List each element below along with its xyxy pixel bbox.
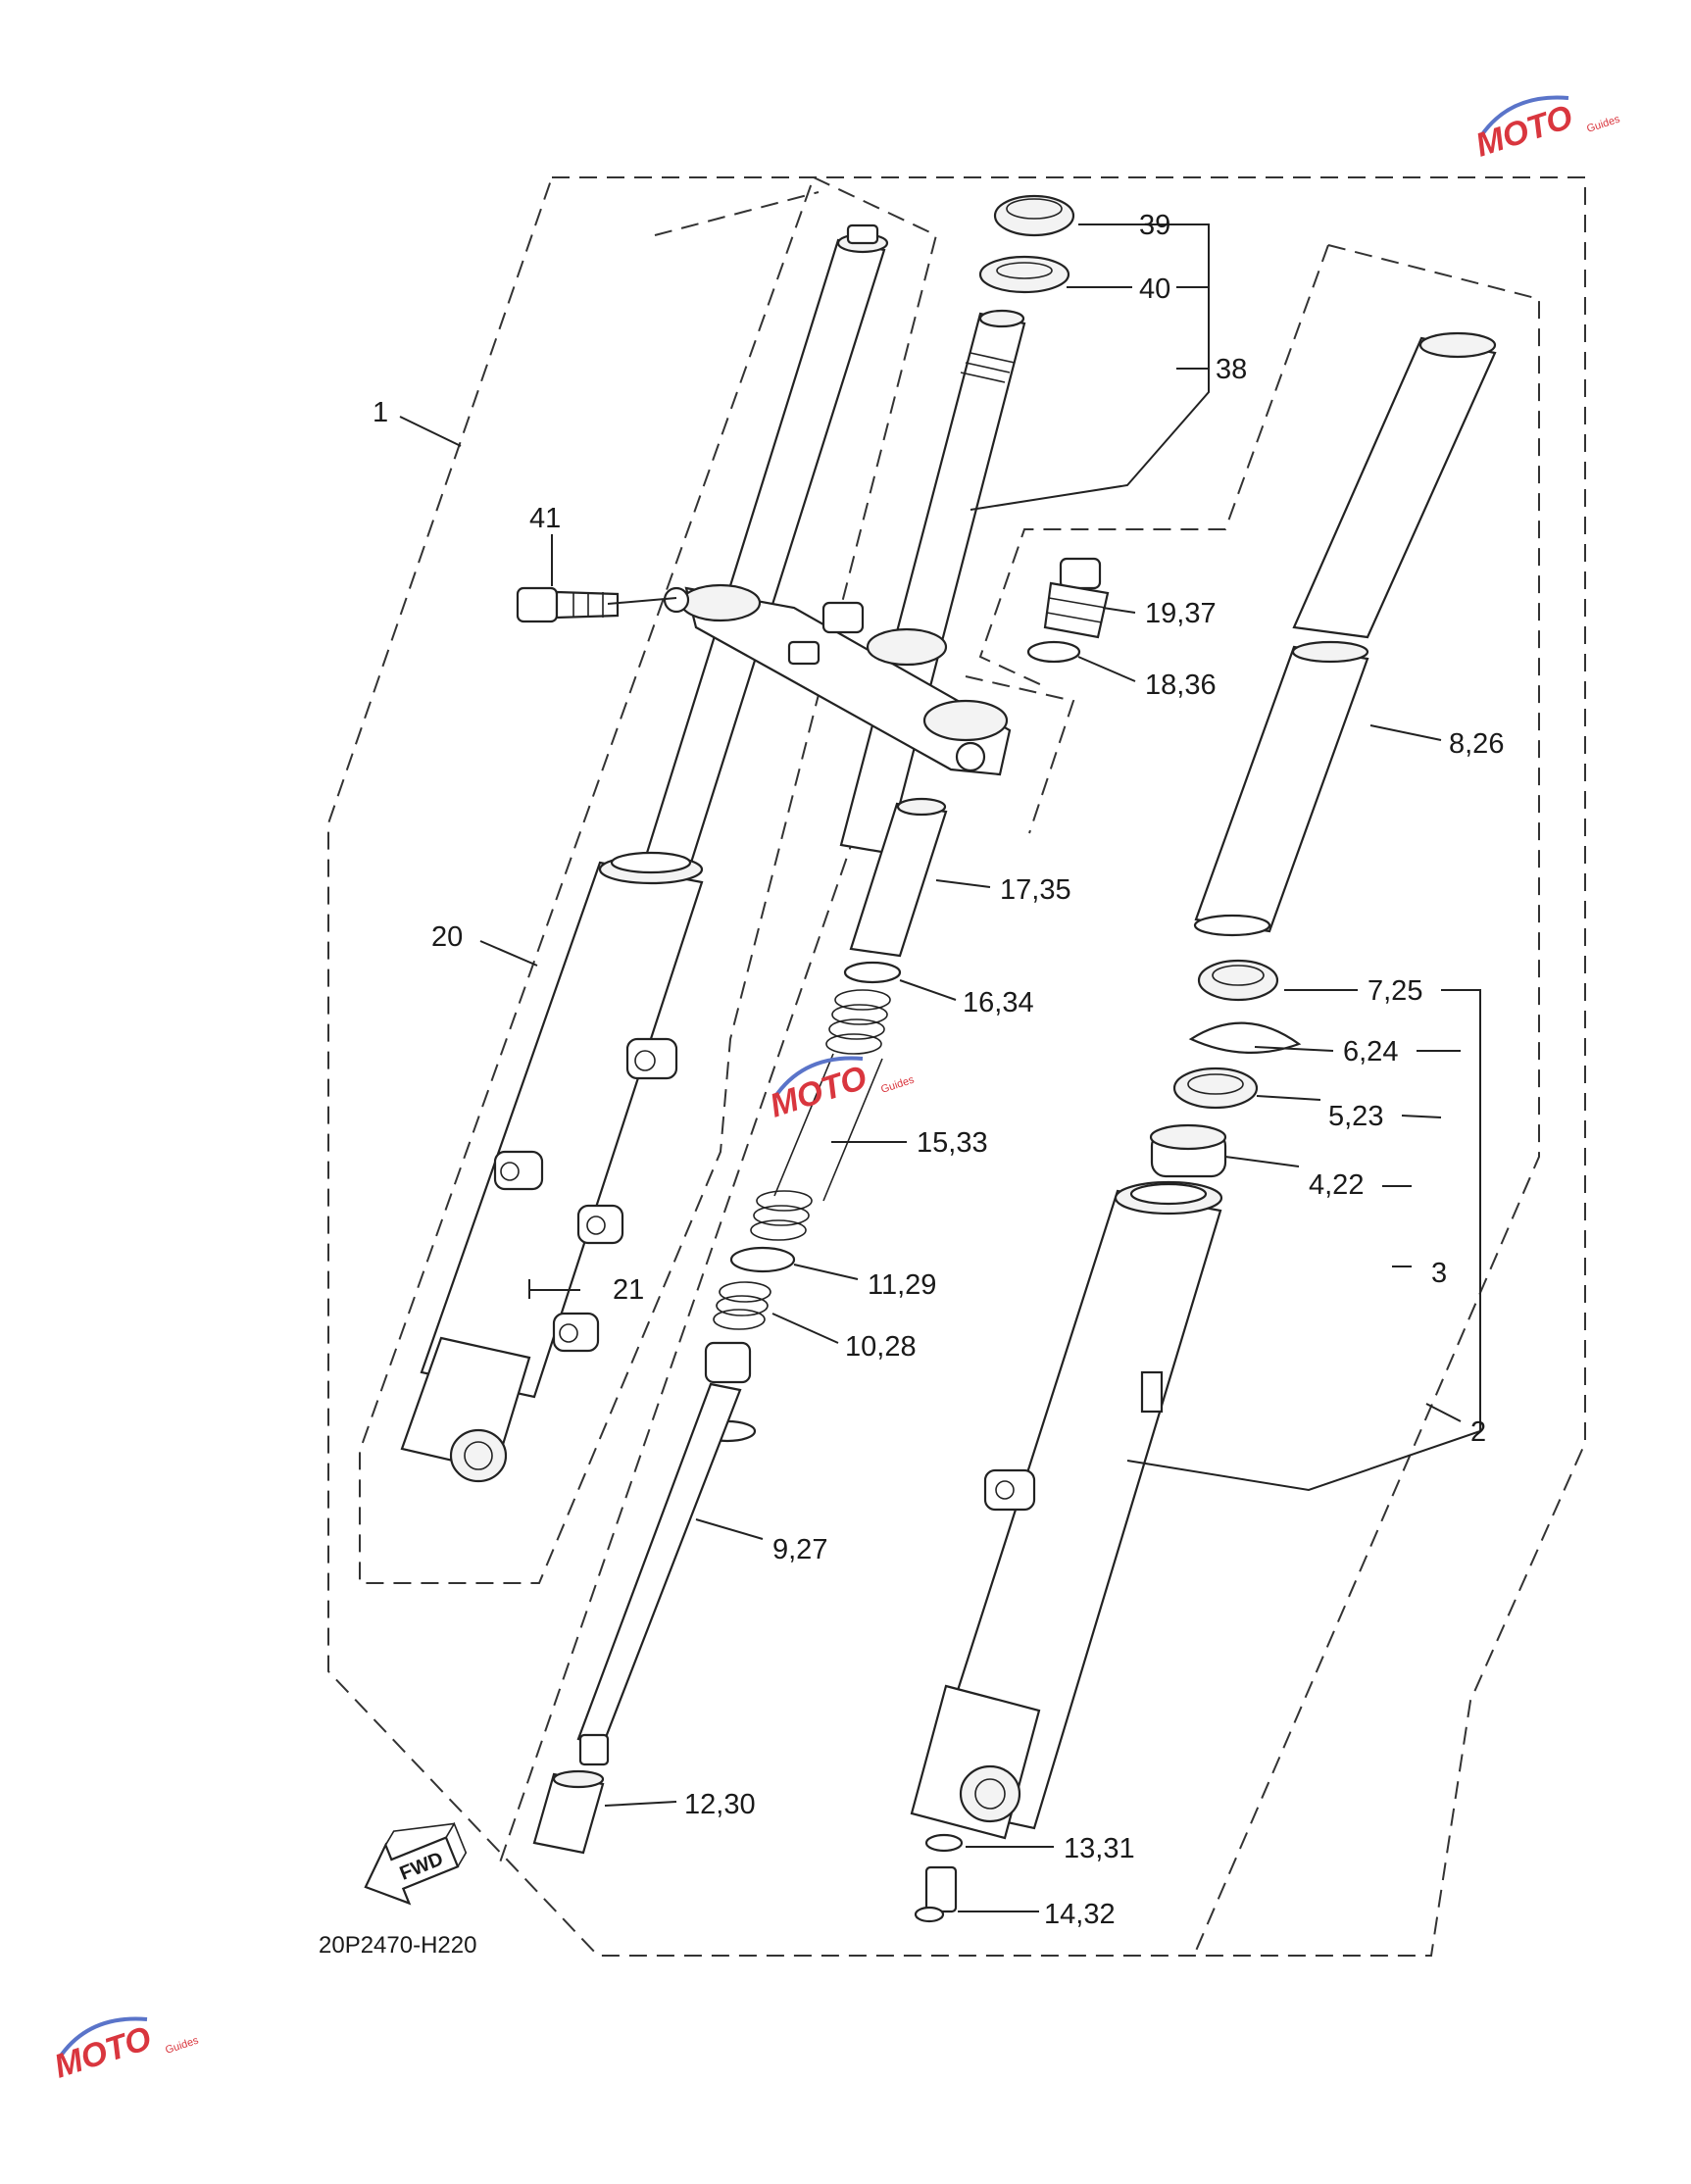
callout-7-25: 7,25 <box>1368 975 1422 1007</box>
spring-lower <box>750 1190 813 1241</box>
callout-4-22: 4,22 <box>1309 1169 1364 1201</box>
callout-15-33: 15,33 <box>917 1127 988 1159</box>
callout-16-34: 16,34 <box>963 987 1034 1018</box>
seal-stack <box>1149 959 1302 1178</box>
callout-1: 1 <box>373 397 388 428</box>
watermark-brand-center: MOTO <box>766 1059 871 1124</box>
figure-code: 20P2470-H220 <box>319 1932 476 1959</box>
steering-stem <box>516 194 1075 855</box>
callout-38: 38 <box>1216 354 1247 385</box>
callout-8-26: 8,26 <box>1449 728 1504 760</box>
right-fork-slider <box>910 1180 1223 1840</box>
callout-40: 40 <box>1139 273 1170 305</box>
callout-12-30: 12,30 <box>684 1789 756 1820</box>
callout-2: 2 <box>1470 1416 1486 1448</box>
fork-internals <box>532 557 1110 1923</box>
right-inner-tube <box>1193 331 1497 937</box>
callout-18-36: 18,36 <box>1145 670 1217 701</box>
callout-39: 39 <box>1139 210 1170 241</box>
callout-9-27: 9,27 <box>772 1534 827 1565</box>
callout-14-32: 14,32 <box>1044 1899 1116 1930</box>
spring-upper <box>825 989 891 1055</box>
callout-20: 20 <box>431 921 463 953</box>
watermark-logo-bottom-left: MOTO Guides <box>50 2016 201 2086</box>
callout-13-31: 13,31 <box>1064 1833 1135 1864</box>
callout-21: 21 <box>613 1274 644 1306</box>
assembly-boundaries <box>327 176 1586 1957</box>
rebound-spring <box>713 1281 771 1330</box>
callout-labels: 1 41 39 40 38 19,37 18,36 8,26 17,35 20 … <box>373 210 1504 1930</box>
callout-17-35: 17,35 <box>1000 874 1071 906</box>
watermark-brand-bottom: MOTO <box>50 2019 156 2085</box>
leader-lines <box>399 223 1481 1912</box>
watermark-brand: MOTO <box>1471 98 1577 164</box>
left-fork-leg <box>400 223 889 1483</box>
watermark-sub-bottom: Guides <box>164 2035 200 2057</box>
callout-11-29: 11,29 <box>868 1269 936 1301</box>
watermark-sub-center: Guides <box>879 1074 916 1096</box>
watermark-sub: Guides <box>1585 114 1621 135</box>
callout-6-24: 6,24 <box>1343 1036 1398 1067</box>
watermark-logo-center: MOTO Guides <box>766 1056 917 1125</box>
callout-5-23: 5,23 <box>1328 1101 1383 1132</box>
callout-3: 3 <box>1431 1258 1447 1289</box>
callout-10-28: 10,28 <box>845 1331 917 1363</box>
callout-19-37: 19,37 <box>1145 598 1217 629</box>
callout-41: 41 <box>529 503 561 534</box>
fwd-arrow: FWD <box>364 1821 468 1906</box>
watermark-logo-top-right: MOTO Guides <box>1471 95 1622 165</box>
